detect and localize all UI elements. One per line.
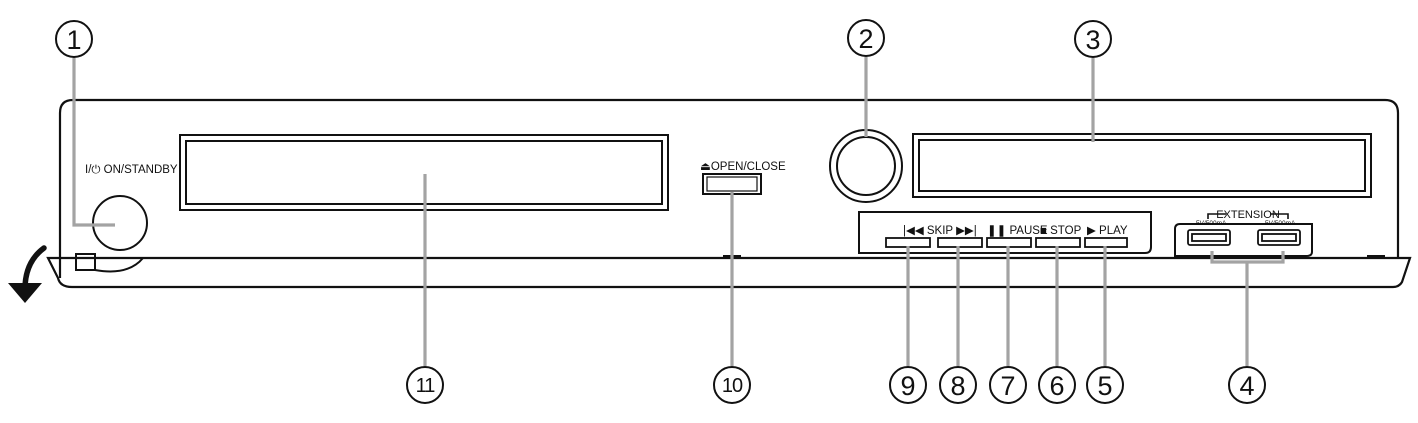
open-close-label: ⏏OPEN/CLOSE <box>700 161 786 173</box>
power-label: I/⏻ ON/STANDBY <box>85 163 178 176</box>
callout-1: 1 <box>55 20 93 58</box>
power-button[interactable] <box>92 195 148 251</box>
svg-text:1: 1 <box>66 25 81 55</box>
callout-4: 4 <box>1228 366 1266 404</box>
svg-text:3: 3 <box>1085 25 1100 55</box>
svg-text:11: 11 <box>416 375 436 397</box>
callout-2: 2 <box>847 19 885 57</box>
remote-sensor <box>829 129 903 203</box>
svg-text:10: 10 <box>722 375 743 397</box>
callout-10: 10 <box>713 366 751 404</box>
device-body <box>46 98 1412 289</box>
transport-panel <box>858 211 1152 254</box>
svg-text:2: 2 <box>858 24 873 54</box>
callout-6: 6 <box>1038 366 1076 404</box>
extension-port-left[interactable] <box>1187 229 1231 246</box>
pause-label: ❚❚ PAUSE <box>987 224 1048 237</box>
flap-edge <box>94 257 144 273</box>
svg-text:6: 6 <box>1049 371 1064 401</box>
extension-port-left-slot <box>1191 233 1227 242</box>
front-flap <box>75 253 96 271</box>
pause-button[interactable] <box>986 237 1032 248</box>
svg-text:9: 9 <box>900 371 915 401</box>
stop-button[interactable] <box>1035 237 1081 248</box>
extension-bracket <box>1207 213 1289 219</box>
callout-3: 3 <box>1074 20 1112 58</box>
extension-panel <box>1174 223 1313 257</box>
callout-11: 11 <box>406 366 444 404</box>
display-window <box>912 133 1372 198</box>
extension-label: EXTENSION <box>1216 209 1280 221</box>
leader-lines <box>72 57 1285 366</box>
svg-text:5: 5 <box>1097 371 1112 401</box>
open-close-button-inner <box>706 176 758 192</box>
extension-port-right-slot <box>1261 233 1297 242</box>
callout-9: 9 <box>889 366 927 404</box>
svg-text:8: 8 <box>950 371 965 401</box>
callout-7: 7 <box>989 366 1027 404</box>
stop-label: ■ STOP <box>1040 225 1082 237</box>
skip-forward-button[interactable] <box>937 237 983 248</box>
svg-text:4: 4 <box>1239 371 1254 401</box>
play-label: ▶ PLAY <box>1087 225 1128 237</box>
svg-text:7: 7 <box>1000 371 1015 401</box>
flap-direction-arrow <box>8 245 47 303</box>
port-rating-left: 5V/500mA <box>1196 220 1227 227</box>
extension-port-right[interactable] <box>1257 229 1301 246</box>
remote-sensor-inner <box>836 136 896 196</box>
callout-8: 8 <box>939 366 977 404</box>
play-button[interactable] <box>1084 237 1128 248</box>
skip-label: |◀◀ SKIP ▶▶| <box>903 225 977 237</box>
callouts: 1 2 3 4 5 6 7 8 <box>55 19 1266 404</box>
skip-back-button[interactable] <box>885 237 931 248</box>
leader-4 <box>1210 251 1285 366</box>
leader-1 <box>72 58 115 227</box>
port-rating-right: 5V/500mA <box>1265 220 1296 227</box>
callout-5: 5 <box>1086 366 1124 404</box>
